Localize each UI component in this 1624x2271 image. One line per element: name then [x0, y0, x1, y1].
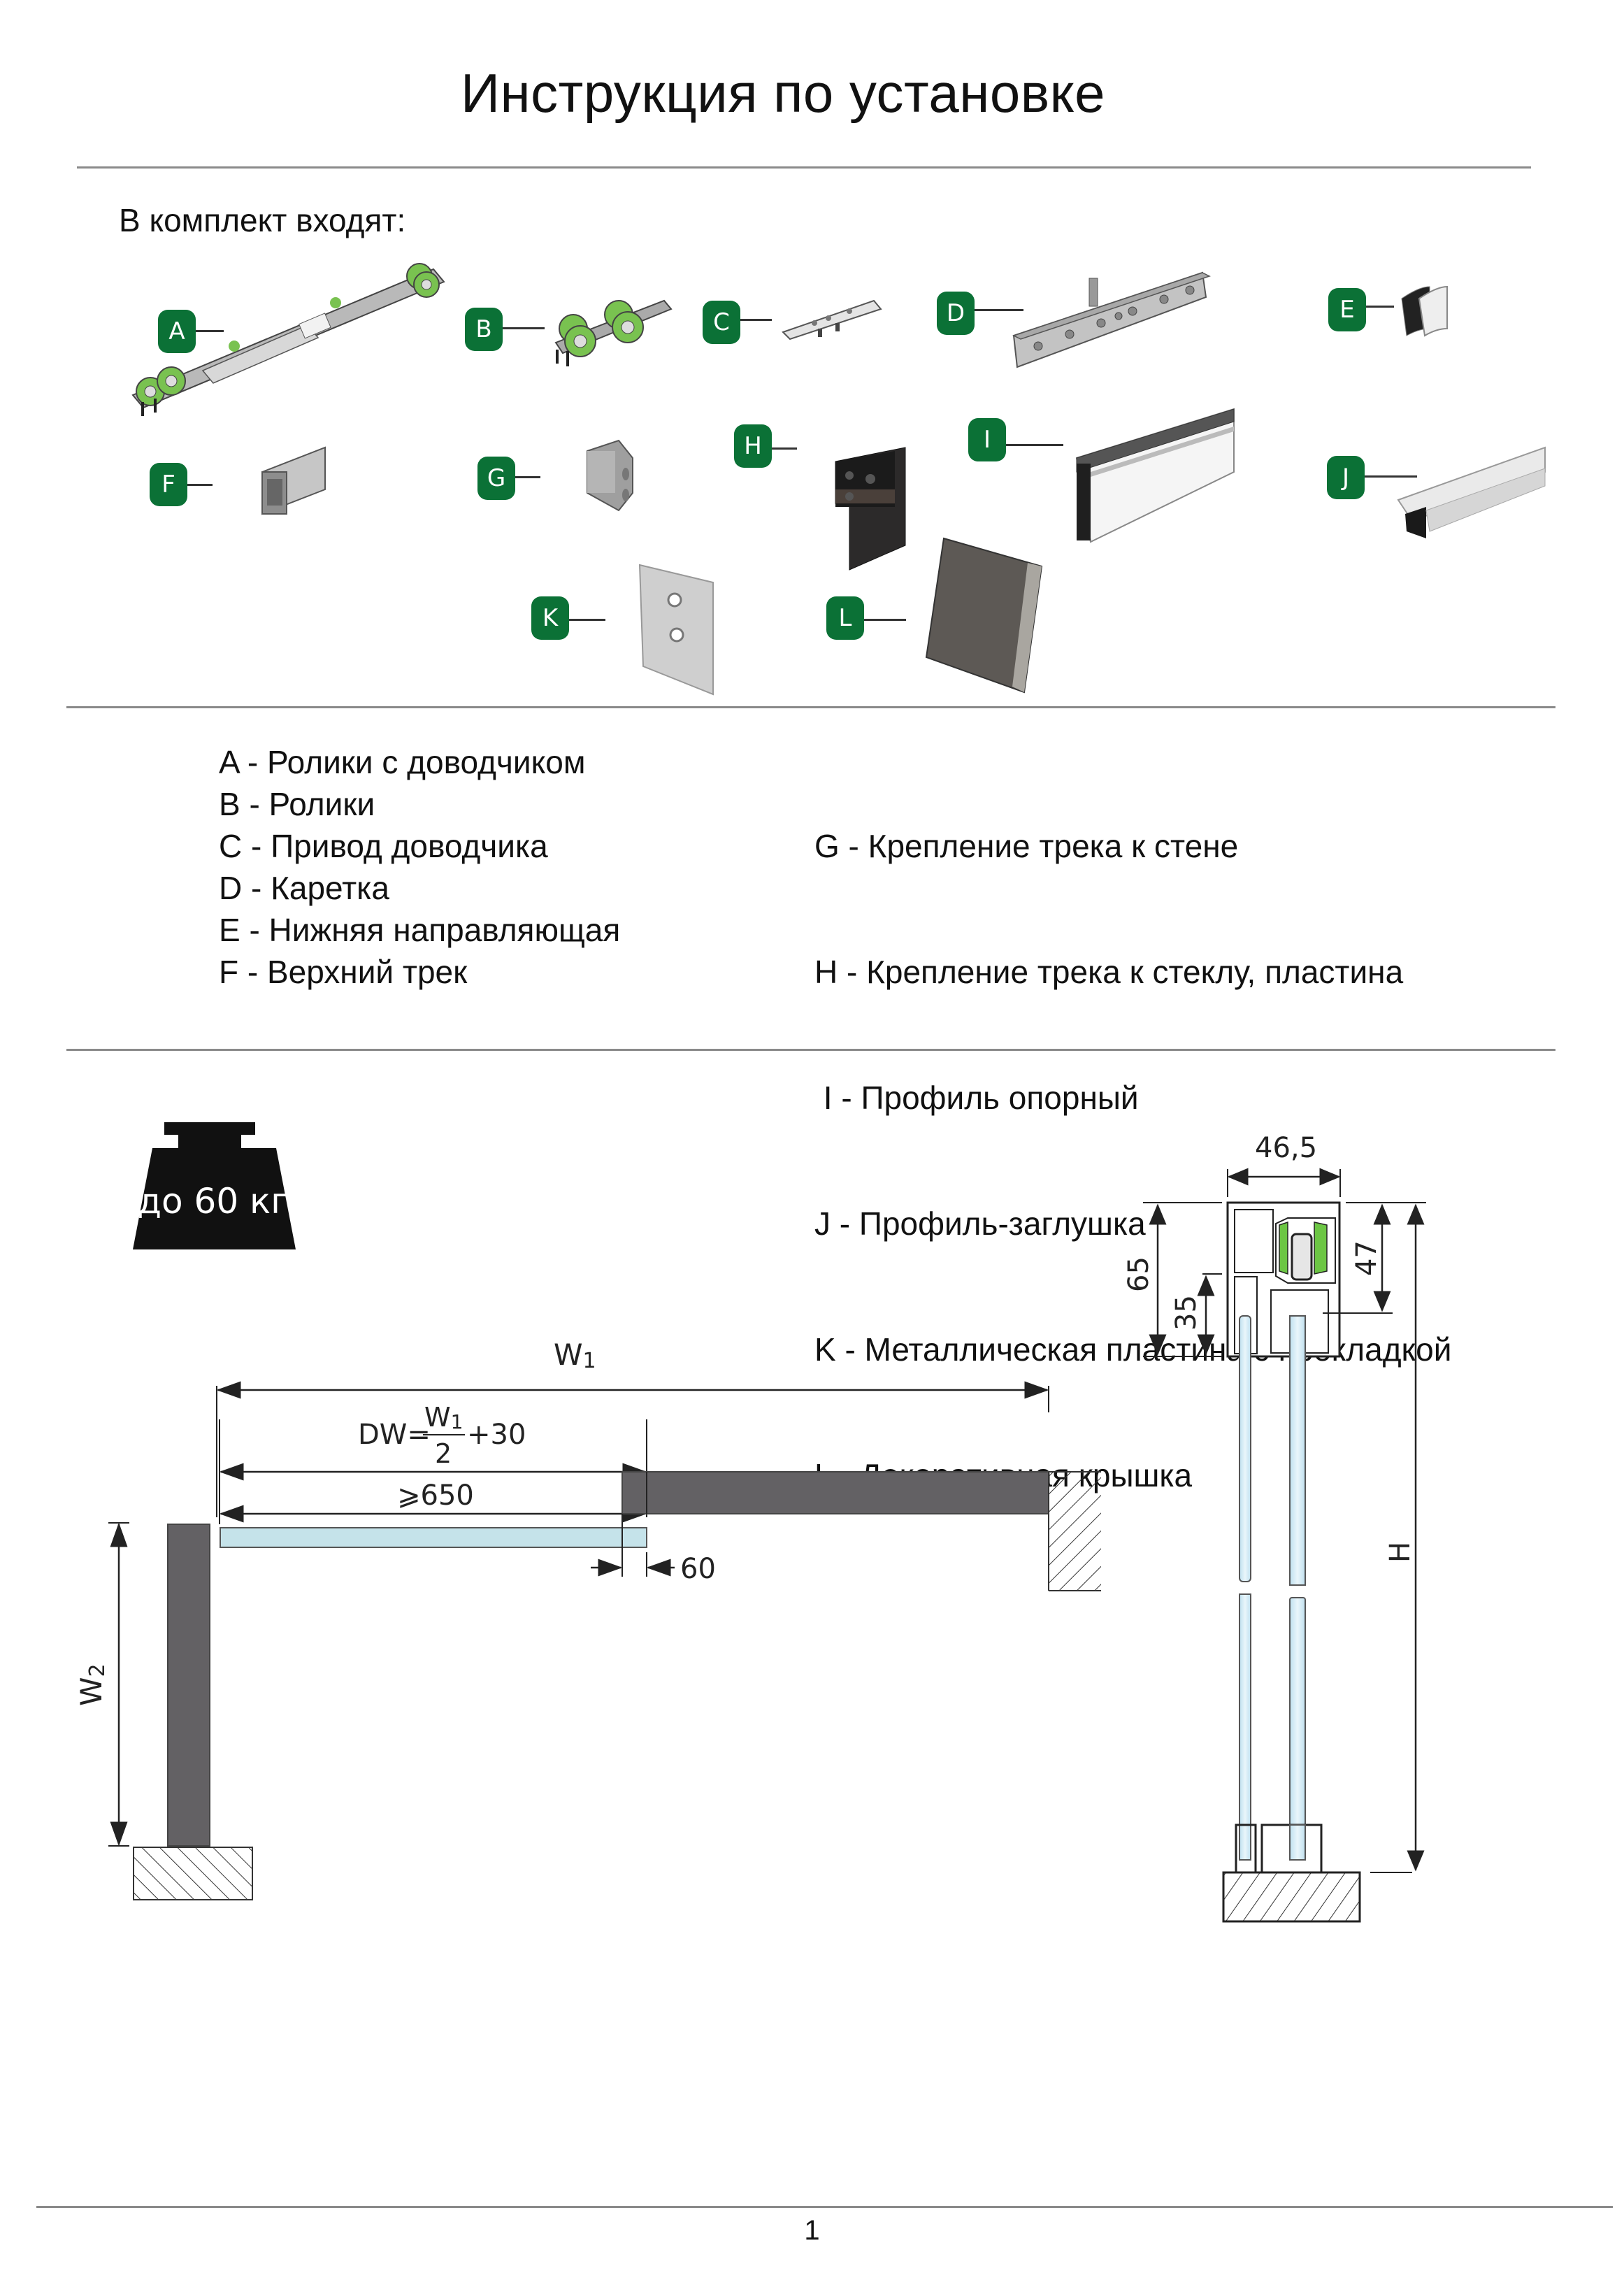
part-f-top-track-image	[261, 446, 326, 515]
weight-limit-icon: до 60 кг	[133, 1122, 296, 1249]
legend-item: J - Профиль-заглушка	[814, 1205, 1146, 1242]
part-h-glass-mount-plate-image	[835, 447, 906, 571]
kit-heading: В комплект входят:	[119, 202, 406, 238]
overlap-label: 60	[680, 1553, 716, 1585]
parts-legend-left: A - Ролики с доводчиком B - Ролики C - П…	[219, 741, 620, 993]
fixed-panel	[621, 1471, 1049, 1514]
sliding-glass-top	[1289, 1315, 1306, 1586]
legend-item: G - Крепление трека к стене	[814, 828, 1239, 864]
leader-d	[975, 309, 1023, 311]
legend-item: H - Крепление трека к стеклу, пластина	[814, 954, 1404, 990]
floor-hatch	[133, 1847, 253, 1900]
height-65-label: 65	[1123, 1256, 1155, 1292]
w2-label: W2	[74, 1663, 110, 1706]
height-35-label: 35	[1170, 1295, 1202, 1331]
kit-divider	[66, 706, 1555, 708]
badge-d: D	[937, 292, 975, 335]
leader-e	[1366, 306, 1394, 308]
part-i-support-profile-image	[1075, 408, 1235, 543]
legend-divider	[66, 1049, 1555, 1051]
leader-c	[740, 319, 772, 321]
part-g-wall-bracket-image	[587, 439, 633, 512]
leader-i	[1006, 444, 1063, 446]
page-title: Инструкция по установке	[460, 62, 1106, 124]
part-c-damper-drive-image	[782, 299, 882, 341]
legend-item: D - Каретка	[219, 870, 389, 906]
leader-k	[569, 619, 605, 621]
part-d-carriage-image	[1012, 271, 1211, 368]
min-length-label: ⩾650	[397, 1480, 474, 1512]
dw-formula-prefix: DW=	[358, 1419, 431, 1451]
badge-k: K	[531, 596, 569, 640]
legend-item: I - Профиль опорный	[814, 1080, 1139, 1116]
height-47-label: 47	[1351, 1240, 1383, 1276]
legend-item: E - Нижняя направляющая	[219, 912, 621, 948]
badge-c: C	[703, 301, 740, 344]
part-b-rollers-image	[554, 299, 673, 366]
part-a-rollers-with-damper-image	[131, 263, 445, 416]
badge-f: F	[150, 463, 187, 506]
leader-f	[187, 484, 213, 486]
leader-j	[1365, 475, 1417, 478]
badge-h: H	[734, 424, 772, 468]
legend-item: C - Привод доводчика	[219, 828, 548, 864]
part-k-metal-plate-image	[638, 564, 714, 696]
total-height-label: H	[1384, 1542, 1416, 1563]
legend-item: K - Металлическая пластина с прокладкой	[814, 1331, 1452, 1368]
part-l-decorative-cover-image	[925, 537, 1043, 694]
dw-formula-numerator: W1	[424, 1402, 463, 1433]
leader-b	[503, 327, 545, 329]
leader-a	[196, 330, 224, 332]
badge-b: B	[465, 308, 503, 351]
legend-item: A - Ролики с доводчиком	[219, 744, 586, 780]
sliding-glass-bottom	[1289, 1597, 1306, 1836]
badge-g: G	[477, 457, 515, 500]
badge-j: J	[1327, 456, 1365, 499]
roller-left	[1279, 1221, 1288, 1275]
footer-divider	[36, 2206, 1613, 2208]
legend-item: B - Ролики	[219, 786, 375, 822]
badge-a: A	[158, 310, 196, 353]
dw-formula-suffix: +30	[467, 1419, 526, 1451]
badge-l: L	[826, 596, 864, 640]
title-divider	[77, 166, 1531, 169]
fixed-glass-bottom	[1239, 1593, 1251, 1861]
plan-view-diagram: W1 DW= W1 2 +30 ⩾650 60 W2	[74, 1338, 1101, 1900]
part-e-bottom-guide-image	[1401, 285, 1448, 337]
page-number: 1	[804, 2215, 820, 2246]
legend-item: F - Верхний трек	[219, 954, 468, 990]
w1-label: W1	[554, 1338, 596, 1373]
leader-l	[864, 619, 906, 621]
fixed-glass-top	[1239, 1315, 1251, 1582]
badge-e: E	[1328, 288, 1366, 331]
floor-section-hatch	[1222, 1871, 1361, 1923]
section-view-diagram: 46,5 65 35 47 H	[1123, 1132, 1426, 1923]
side-panel	[167, 1524, 210, 1847]
sliding-glass-door	[220, 1527, 647, 1548]
leader-g	[515, 476, 540, 478]
dw-formula-denominator: 2	[435, 1438, 452, 1469]
profile-width-label: 46,5	[1255, 1132, 1317, 1164]
badge-i: I	[968, 418, 1006, 461]
roller-right	[1314, 1222, 1328, 1275]
leader-h	[772, 447, 797, 450]
right-wall-hatch	[1049, 1472, 1101, 1591]
weight-limit-label: до 60 кг	[137, 1181, 289, 1222]
part-j-cap-profile-image	[1397, 446, 1546, 538]
